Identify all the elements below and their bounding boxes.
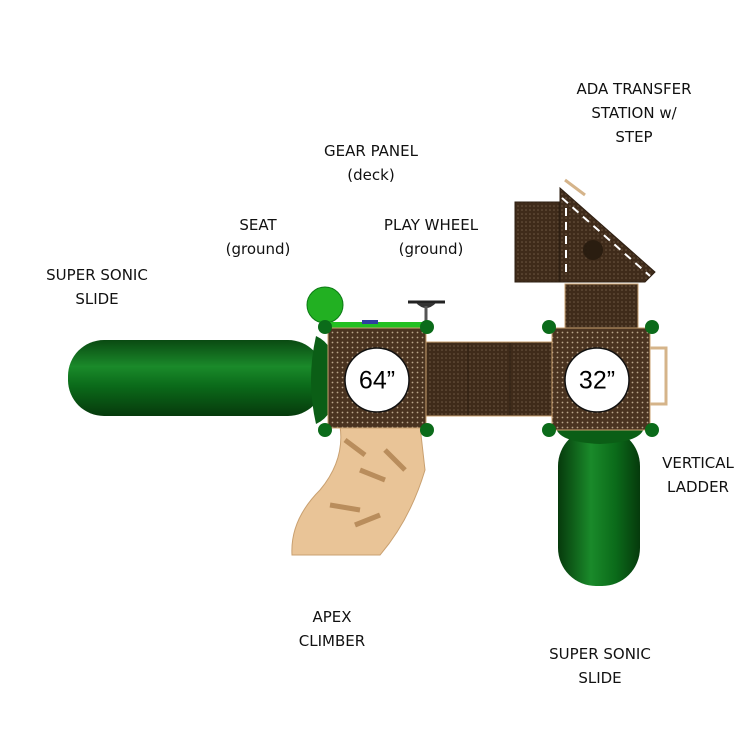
label-line: (ground) <box>398 240 464 258</box>
vertical-ladder <box>650 346 668 406</box>
gear-panel <box>330 322 424 330</box>
apex-climber <box>291 425 426 556</box>
label-apex-climber: APEX CLIMBER <box>299 605 365 653</box>
label-slide-bottom: SUPER SONIC SLIDE <box>549 642 651 690</box>
label-gear-panel: GEAR PANEL (deck) <box>324 139 418 187</box>
play-wheel <box>408 300 445 322</box>
label-line: SLIDE <box>578 669 622 687</box>
label-line: LADDER <box>667 478 729 496</box>
bridge <box>425 341 553 417</box>
label-line: APEX <box>312 608 352 626</box>
super-sonic-slide-left <box>68 336 335 424</box>
ada-transfer-station <box>514 178 656 331</box>
label-vertical-ladder: VERTICAL LADDER <box>662 451 734 499</box>
label-line: SUPER SONIC <box>549 645 651 663</box>
label-line: (deck) <box>347 166 395 184</box>
label-line: (ground) <box>225 240 291 258</box>
label-line: CLIMBER <box>298 632 366 650</box>
label-seat: SEAT (ground) <box>226 213 291 261</box>
label-line: GEAR PANEL <box>324 142 418 160</box>
label-line: STEP <box>615 128 653 146</box>
label-slide-left: SUPER SONIC SLIDE <box>46 263 148 311</box>
seat <box>306 286 344 324</box>
label-line: STATION w/ <box>591 104 677 122</box>
label-line: PLAY WHEEL <box>383 216 479 234</box>
label-line: SEAT <box>239 216 277 234</box>
label-line: VERTICAL <box>662 454 734 472</box>
label-play-wheel: PLAY WHEEL (ground) <box>384 213 478 261</box>
super-sonic-slide-bottom <box>556 419 644 586</box>
label-line: ADA TRANSFER <box>576 80 692 98</box>
label-line: SLIDE <box>75 290 119 308</box>
deck-height-right: 32” <box>578 366 616 395</box>
label-line: SUPER SONIC <box>46 266 148 284</box>
label-ada-transfer: ADA TRANSFER STATION w/ STEP <box>576 77 691 149</box>
deck-height-left: 64” <box>358 366 396 395</box>
posts <box>318 320 659 437</box>
